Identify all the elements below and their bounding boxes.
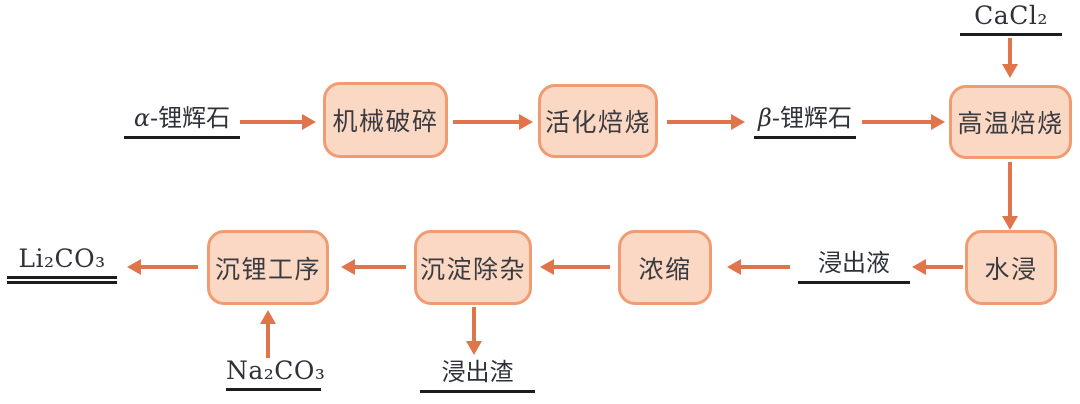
arrow-impurity-removal-to-leach-residue [472,307,476,341]
arrow-leachate-to-concentration [741,265,790,269]
label-leachate: 浸出液 [798,248,910,284]
label-beta-spodumene: β-锂辉石 [754,103,856,139]
beta-symbol: β [758,104,772,132]
label-leach-residue: 浸出渣 [420,357,535,393]
arrow-concentration-to-impurity-removal [554,265,610,269]
process-box-water-leaching: 水浸 [965,230,1057,305]
process-box-activation-roasting: 活化焙烧 [538,84,658,158]
arrow-lithium-precipitation-to-li2co3 [141,265,198,269]
process-box-lithium-precipitation: 沉锂工序 [207,230,329,305]
label-li2co3: Li₂CO₃ [7,245,117,284]
arrow-na2co3-to-lithium-precipitation [266,324,270,358]
process-box-concentration: 浓缩 [618,230,712,305]
arrow-crushing-to-activation-roasting [453,120,519,124]
beta-spodumene-text: -锂辉石 [771,104,852,132]
alpha-spodumene-text: -锂辉石 [150,104,231,132]
arrow-cacl2-to-high-temp-roasting [1008,38,1012,64]
arrow-impurity-removal-to-lithium-precipitation [355,265,406,269]
arrow-high-temp-roasting-to-water-leaching [1008,162,1012,216]
label-cacl2: CaCl₂ [960,2,1062,36]
process-box-impurity-removal: 沉淀除杂 [414,230,532,305]
arrow-activation-roasting-to-beta-spodumene [667,120,731,124]
label-na2co3: Na₂CO₃ [226,357,325,391]
process-box-high-temp-roasting: 高温焙烧 [949,85,1072,159]
process-box-mechanical-crushing: 机械破碎 [323,82,448,158]
alpha-symbol: α [133,104,151,132]
label-alpha-spodumene: α-锂辉石 [124,103,240,139]
arrow-water-leaching-to-leachate [926,265,963,269]
arrow-alpha-spodumene-to-crushing [240,120,302,124]
arrow-beta-spodumene-to-high-temp-roasting [862,120,931,124]
